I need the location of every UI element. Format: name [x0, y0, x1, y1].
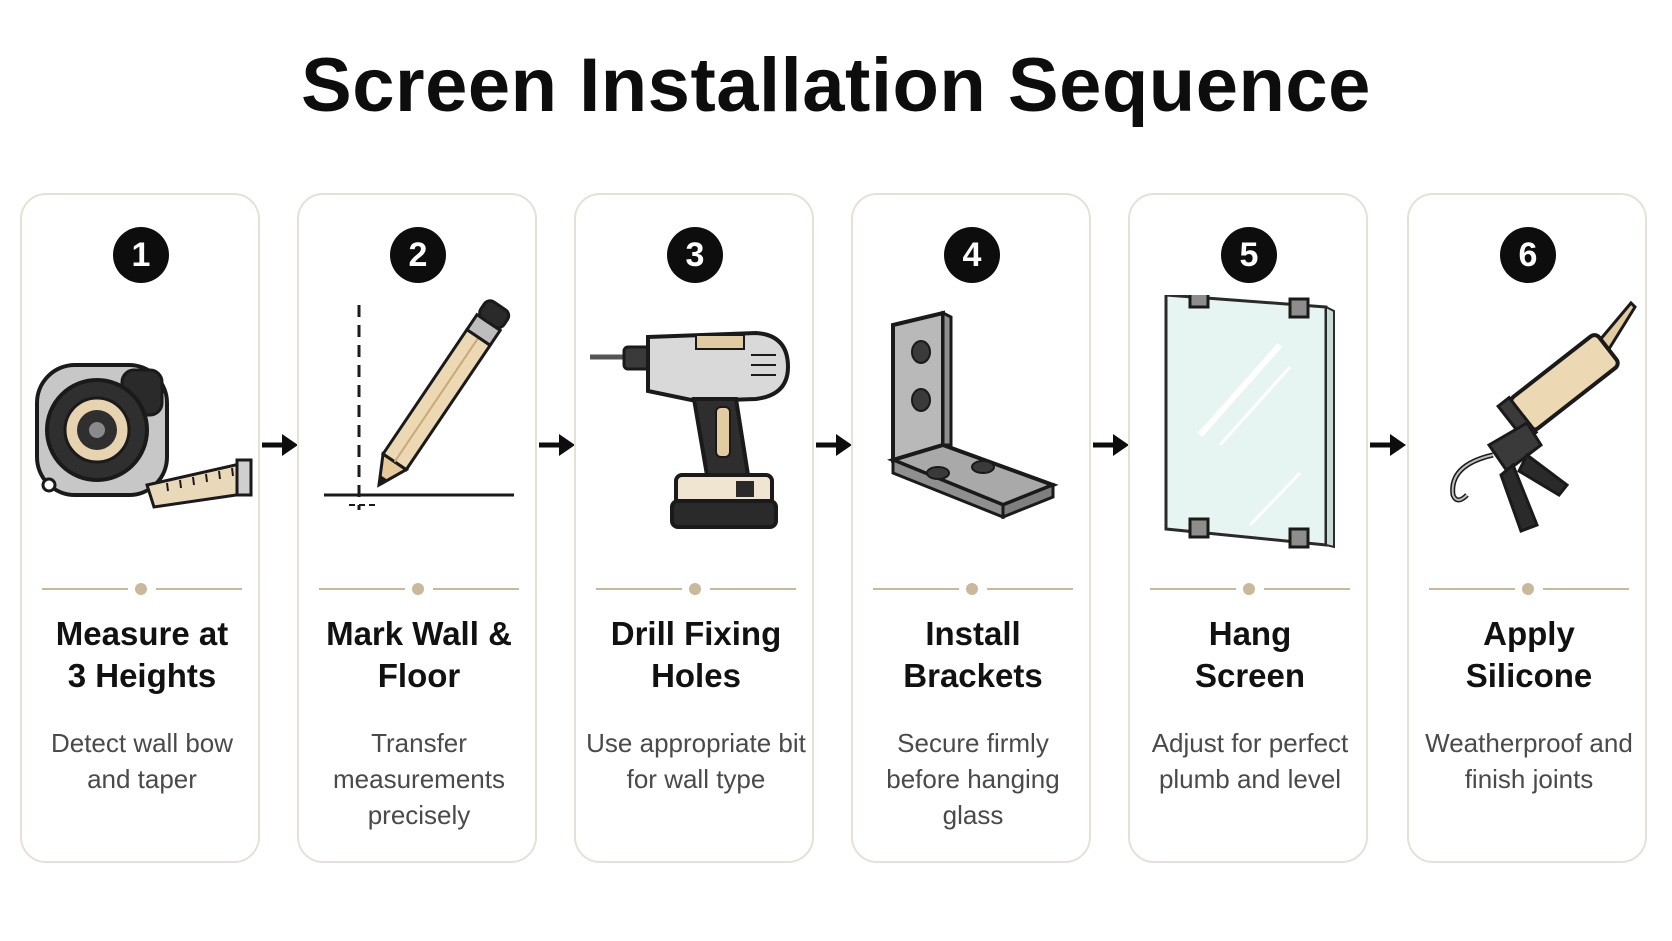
- step-card-6: 6 Apply Silicone: [1407, 193, 1647, 863]
- divider: [596, 582, 796, 596]
- page-title: Screen Installation Sequence: [301, 43, 1371, 128]
- arrow-right-icon: [1091, 430, 1131, 460]
- step-number-badge: 1: [113, 227, 169, 283]
- arrow-right-icon: [260, 430, 300, 460]
- step-card-1: 1: [20, 193, 260, 863]
- step-title: Drill Fixing Holes: [610, 615, 782, 694]
- step-description: Detect wall bow and taper: [50, 728, 234, 794]
- caulking-gun-icon: [1409, 295, 1649, 625]
- step-number-badge: 3: [667, 227, 723, 283]
- step-number-badge: 2: [390, 227, 446, 283]
- drill-icon: [576, 295, 816, 625]
- step-description: Weatherproof and finish joints: [1425, 728, 1633, 794]
- divider: [1429, 582, 1629, 596]
- step-title: Mark Wall & Floor: [326, 615, 512, 694]
- step-number-badge: 5: [1221, 227, 1277, 283]
- divider: [1150, 582, 1350, 596]
- step-description: Adjust for perfect plumb and level: [1151, 728, 1349, 794]
- step-title: Apply Silicone: [1465, 615, 1593, 694]
- step-description: Use appropriate bit for wall type: [586, 728, 806, 794]
- step-card-2: 2 Mark Wall & Floor Transfer measu: [297, 193, 537, 863]
- step-description: Transfer measurements precisely: [333, 728, 505, 830]
- step-card-3: 3 Drill Fixing Holes Use appropriate bit…: [574, 193, 814, 863]
- step-title: Hang Screen: [1194, 615, 1306, 694]
- arrow-right-icon: [537, 430, 577, 460]
- step-title: Install Brackets: [903, 615, 1043, 694]
- step-number-badge: 4: [944, 227, 1000, 283]
- pencil-icon: [299, 295, 539, 625]
- divider: [42, 582, 242, 596]
- bracket-icon: [853, 295, 1093, 625]
- step-card-5: 5 Hang Screen Adjust for perfect plumb a…: [1128, 193, 1368, 863]
- arrow-right-icon: [1368, 430, 1408, 460]
- divider: [319, 582, 519, 596]
- divider: [873, 582, 1073, 596]
- glass-panel-icon: [1130, 295, 1370, 625]
- arrow-right-icon: [814, 430, 854, 460]
- step-number-badge: 6: [1500, 227, 1556, 283]
- step-title: Measure at 3 Heights: [55, 615, 229, 694]
- step-description: Secure firmly before hanging glass: [886, 728, 1060, 830]
- step-card-4: 4 Install Brackets Secure firmly before …: [851, 193, 1091, 863]
- tape-measure-icon: [22, 295, 262, 625]
